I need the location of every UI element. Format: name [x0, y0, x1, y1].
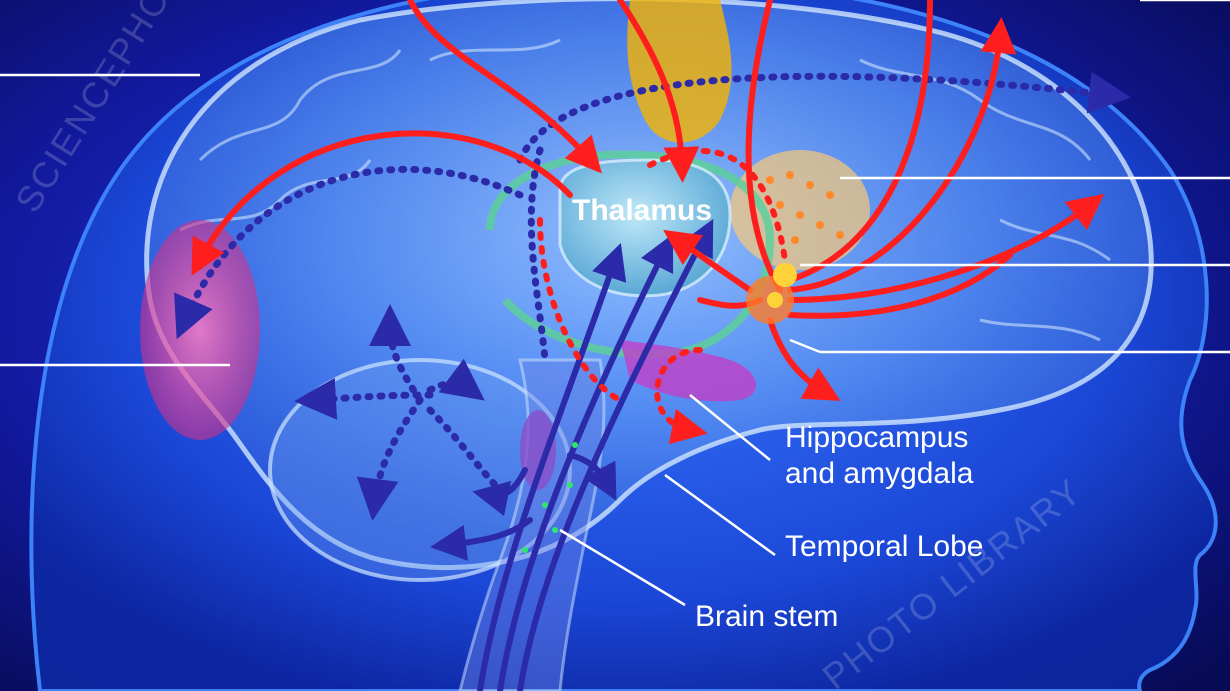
cerebellum	[268, 358, 572, 582]
leader-line-hippocampus	[689, 394, 771, 461]
blue-solid-pathways	[430, 218, 714, 691]
leader-line-temporal-lobe	[664, 473, 776, 557]
basal-ganglia	[627, 0, 732, 143]
label-brain-stem: Brain stem	[695, 600, 838, 633]
label-hippocampus-line2: and amygdala	[785, 457, 974, 490]
leader-line-right-3a	[789, 338, 821, 354]
label-temporal-lobe: Temporal Lobe	[785, 530, 983, 563]
brain-stem-nucleus	[520, 410, 556, 490]
leader-line-brain-stem	[559, 528, 686, 607]
putamen-dots	[766, 171, 844, 244]
thalamus-shape	[558, 158, 732, 298]
label-hippocampus-line1: Hippocampus	[785, 421, 968, 454]
red-pathways	[191, 0, 1105, 445]
leader-lines	[0, 0, 1230, 607]
putamen-region	[730, 150, 870, 270]
relay-node	[746, 263, 797, 324]
occipital-region	[140, 220, 260, 440]
label-thalamus: Thalamus	[572, 194, 712, 227]
hippocampus-amygdala	[620, 340, 757, 402]
green-dots	[522, 442, 578, 553]
